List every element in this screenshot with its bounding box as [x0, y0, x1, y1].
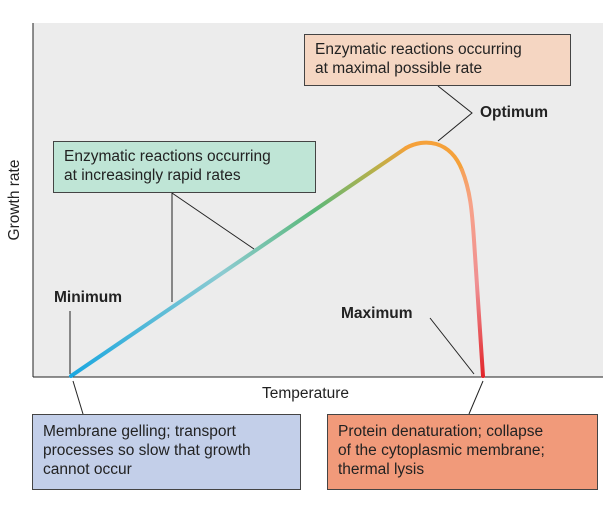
leader-lines	[69, 85, 484, 415]
rising-leader-b	[171, 192, 255, 250]
maximum-note-leader	[468, 380, 484, 415]
optimum-leader	[437, 85, 473, 142]
minimum-label: Minimum	[54, 289, 123, 306]
y-axis-label: Growth rate	[6, 159, 23, 241]
maximum-label: Maximum	[341, 305, 413, 322]
curve-fall	[460, 168, 485, 378]
rising-annotation-box: Enzymatic reactions occurring at increas…	[53, 141, 316, 193]
curve-peak	[404, 140, 464, 172]
minimum-annotation-box: Membrane gelling; transport processes so…	[32, 414, 301, 490]
optimum-label: Optimum	[480, 104, 549, 121]
x-axis-label: Temperature	[262, 385, 350, 402]
maximum-annotation-box: Protein denaturation; collapse of the cy…	[327, 414, 598, 490]
curve-rise	[69, 146, 408, 378]
optimum-annotation-box: Enzymatic reactions occurring at maximal…	[304, 34, 571, 86]
minimum-note-leader	[72, 380, 84, 415]
maximum-leader	[429, 317, 475, 375]
